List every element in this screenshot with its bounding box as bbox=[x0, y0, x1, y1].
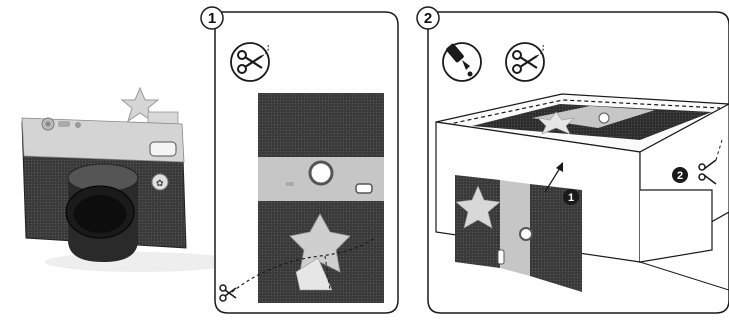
cut-scissors-icon bbox=[219, 284, 237, 302]
camera-silver-band bbox=[21, 117, 185, 163]
template-lens-hole bbox=[308, 160, 334, 186]
step-2-number: 2 bbox=[424, 10, 432, 27]
glue-bottle-icon bbox=[442, 42, 482, 82]
template-sheet-on-box bbox=[455, 175, 582, 292]
svg-text:1: 1 bbox=[568, 192, 574, 204]
step-2-panel: 2 bbox=[416, 6, 729, 314]
finished-paper-camera: ✿ bbox=[21, 86, 235, 272]
svg-text:✿: ✿ bbox=[156, 178, 164, 188]
flash-window bbox=[149, 141, 177, 157]
sheet-star bbox=[455, 185, 501, 229]
camera-template-sheet bbox=[231, 93, 384, 303]
callout-2: 2 bbox=[672, 167, 688, 183]
callout-1: 1 bbox=[563, 189, 579, 205]
step-2-number-badge bbox=[416, 6, 440, 30]
svg-text:2: 2 bbox=[677, 170, 683, 182]
step-1-panel: 1 bbox=[200, 6, 399, 314]
step-1-number: 1 bbox=[208, 10, 216, 27]
step-1-number-badge bbox=[200, 6, 224, 30]
scissors-icon bbox=[230, 42, 270, 82]
box-cut-scissors-icon bbox=[698, 139, 723, 185]
camera-lens bbox=[65, 163, 139, 262]
scissors-icon bbox=[505, 42, 545, 82]
